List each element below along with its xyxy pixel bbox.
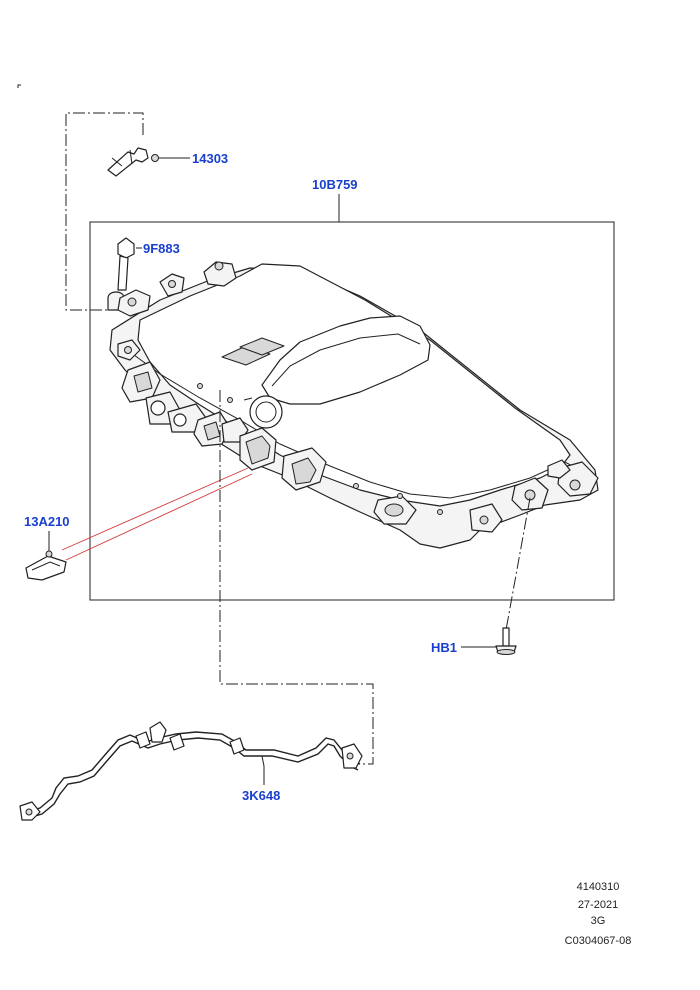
callout-14303[interactable]: 14303 [192, 151, 228, 166]
clip-13A210 [25, 550, 67, 581]
footer-ref-4: C0304067-08 [565, 935, 632, 947]
callout-3K648[interactable]: 3K648 [242, 788, 280, 803]
corner-mark [17, 84, 21, 88]
callout-10B759[interactable]: 10B759 [312, 177, 358, 192]
leader-dashdot-14303 [65, 112, 144, 311]
callout-9F883[interactable]: 9F883 [143, 241, 180, 256]
footer-ref-1: 4140310 [577, 881, 620, 893]
callout-HB1[interactable]: HB1 [431, 640, 457, 655]
leader-dashdot-HB1 [505, 497, 531, 631]
footer-ref-3: 3G [591, 915, 606, 927]
callout-13A210[interactable]: 13A210 [24, 514, 70, 529]
leader-red-13A210-b [65, 473, 253, 561]
battery-housing [109, 261, 599, 549]
leader-dashdot-3K648 [219, 390, 374, 765]
assembly-frame-10B759 [89, 221, 615, 601]
bolt-HB1 [495, 627, 517, 655]
harness-3K648 [19, 721, 363, 821]
leader-red-13A210-a [61, 467, 249, 551]
bracket-clip-14303 [107, 147, 190, 177]
footer-ref-2: 27-2021 [578, 899, 618, 911]
